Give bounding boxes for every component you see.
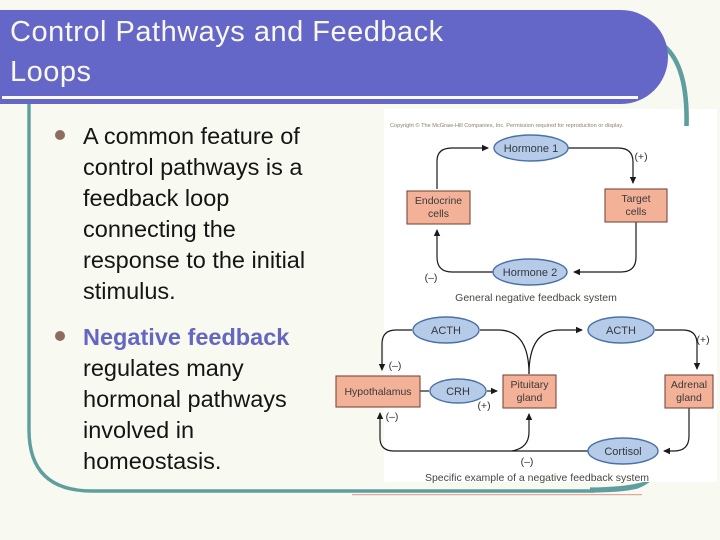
bullet-icon [55,331,65,341]
bullet2-text: Negative feedback regulates many hormona… [83,322,289,477]
figure-copyright: Copyright © The McGraw-Hill Companies, I… [390,122,624,129]
hormone1-label: Hormone 1 [504,143,558,155]
arrow-endocrine-to-hormone1 [436,144,489,189]
pituitary-label-line2: gland [517,392,543,404]
list-item: Negative feedback regulates many hormona… [42,322,354,477]
acth-left-node [412,316,480,344]
title-underline [2,96,638,99]
general-minus-sign: (–) [425,272,438,284]
target-cells-label-line1: Target [621,193,650,205]
arrow-cortisol-to-pituitary [511,413,533,452]
figure-background [384,109,717,482]
hypothalamus-label: Hypothalamus [344,386,411,398]
arrow-acth-to-hypothalamus [378,329,412,371]
arrow-adrenal-to-cortisol [663,408,690,455]
endocrine-cells-label-line2: cells [428,208,449,220]
target-cells-box [604,188,668,223]
cortisol-node [587,437,659,465]
endocrine-cells-box [406,190,471,225]
crh-label: CRH [446,386,470,398]
acth-right-node [587,316,655,344]
adrenal-gland-box [664,374,714,409]
line-pituitary-to-acth-left [480,329,530,375]
arrow-hormone2-to-endocrine [433,229,493,273]
arrow-hormone1-to-target [568,147,637,184]
specific-minus-top: (–) [389,360,402,372]
hypothalamus-box [335,375,421,408]
crh-node [429,378,487,404]
specific-minus-bottom: (–) [521,456,534,468]
arrow-acth-to-adrenal [655,329,701,370]
frame-left-bottom-line [27,100,594,493]
bullet2-lead: Negative feedback [83,324,290,350]
hormone1-node [493,134,569,162]
target-cells-label-line2: cells [625,206,646,218]
specific-caption: Specific example of a negative feedback … [425,472,649,484]
acth-right-label: ACTH [606,325,636,337]
general-caption: General negative feedback system [455,292,617,304]
bullet2-rest: regulates many hormonal pathways involve… [83,355,287,474]
cortisol-label: Cortisol [604,446,641,458]
specific-plus-adrenal: (+) [696,334,709,346]
endocrine-cells-label-line1: Endocrine [415,195,462,207]
specific-plus-crh: (+) [477,400,490,412]
bullet1-text: A common feature of control pathways is … [83,123,306,304]
arrow-target-to-hormone2 [573,222,637,276]
acth-left-label: ACTH [431,325,461,337]
pituitary-gland-box [502,374,557,409]
page-title: Control Pathways and Feedback Loops [10,16,444,88]
arrow-pituitary-to-acth-right [528,326,583,375]
adrenal-label-line2: gland [676,392,702,404]
arrow-cortisol-to-hypothalamus [376,412,588,452]
top-right-curve [662,44,689,127]
hormone2-node [492,258,568,286]
bullet-list: A common feature of control pathways is … [42,121,354,492]
swoosh-tip [590,476,656,493]
bullet-icon [55,130,65,140]
list-item: A common feature of control pathways is … [42,121,354,307]
adrenal-label-line1: Adrenal [671,379,707,391]
pituitary-label-line1: Pituitary [511,379,550,391]
hormone2-label: Hormone 2 [503,267,557,279]
title-banner: Control Pathways and Feedback Loops [0,10,668,104]
general-plus-sign: (+) [634,151,647,163]
specific-minus-left: (–) [386,411,399,423]
